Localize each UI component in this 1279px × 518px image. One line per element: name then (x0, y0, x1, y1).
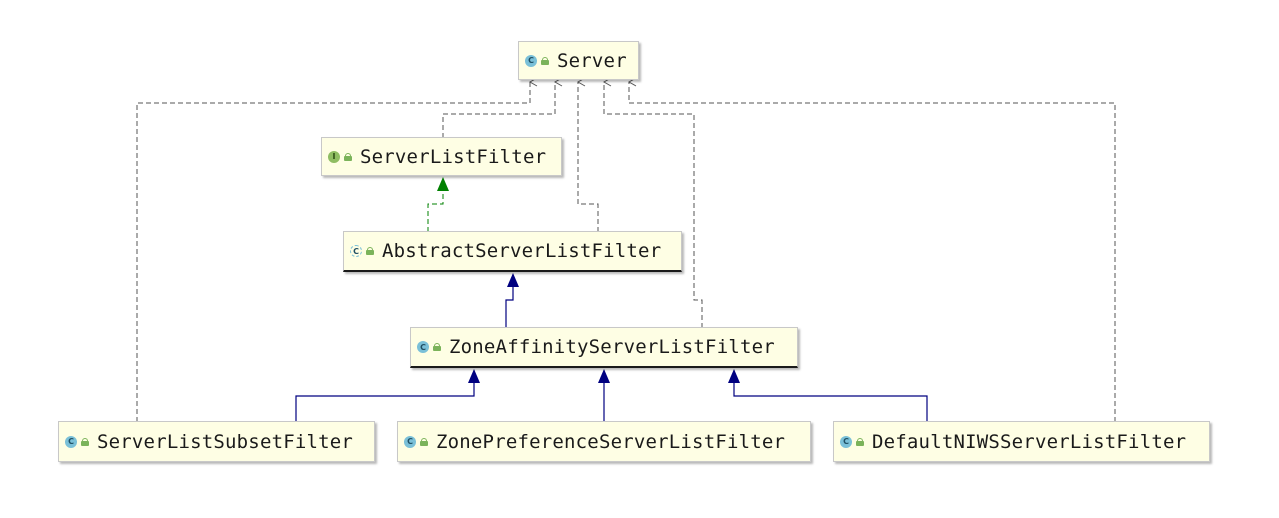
node-label: ServerListFilter (360, 145, 547, 168)
lock-icon (420, 437, 428, 446)
edge-dnslf-extends-zaslf (733, 383, 928, 422)
class-icon: C (417, 341, 429, 353)
node-abstractserverlistfilter[interactable]: C AbstractServerListFilter (343, 231, 682, 272)
node-zoneaffinityserverlistfilter[interactable]: C ZoneAffinityServerListFilter (410, 327, 798, 368)
edge-slsf-to-server (136, 77, 538, 422)
class-icon: C (65, 435, 77, 448)
lock-icon (344, 152, 352, 161)
class-icon: C (404, 435, 416, 448)
edge-aslf-implements-slf (427, 191, 444, 232)
extends-arrowhead-aslf (507, 273, 519, 287)
extends-arrowhead-zaslf-middle (598, 369, 610, 383)
node-label: ZoneAffinityServerListFilter (449, 336, 775, 358)
class-icon: C (840, 435, 852, 448)
class-icon: C (525, 54, 537, 67)
node-serverlistfilter[interactable]: I ServerListFilter (321, 137, 562, 176)
edge-dnslf-to-server (627, 77, 1116, 422)
lock-icon (856, 437, 864, 446)
node-label: Server (557, 49, 627, 72)
extends-arrowhead-zaslf-right (728, 369, 740, 383)
edge-zaslf-to-server (602, 77, 703, 328)
lock-icon (541, 56, 549, 65)
edge-aslf-to-server (576, 77, 599, 232)
lock-icon (433, 343, 441, 351)
node-label: AbstractServerListFilter (382, 240, 662, 262)
node-zonepreferenceserverlistfilter[interactable]: C ZonePreferenceServerListFilter (397, 421, 811, 462)
interface-icon: I (328, 150, 340, 163)
implements-arrowhead (437, 177, 449, 191)
extends-arrowhead-zaslf-left (468, 369, 480, 383)
node-label: ServerListSubsetFilter (97, 430, 354, 453)
edge-slsf-extends-zaslf (295, 383, 475, 422)
lock-icon (81, 437, 89, 446)
edge-slf-to-server (442, 77, 563, 138)
node-server[interactable]: C Server (518, 41, 639, 80)
abstract-class-icon: C (350, 245, 362, 257)
node-label: ZonePreferenceServerListFilter (436, 430, 786, 453)
node-serverlistsubsetfilter[interactable]: C ServerListSubsetFilter (58, 421, 375, 462)
lock-icon (366, 247, 374, 255)
node-defaultniwsserverlistfilter[interactable]: C DefaultNIWSServerListFilter (833, 421, 1210, 462)
node-label: DefaultNIWSServerListFilter (872, 430, 1187, 453)
edge-zaslf-extends-aslf (505, 287, 514, 328)
